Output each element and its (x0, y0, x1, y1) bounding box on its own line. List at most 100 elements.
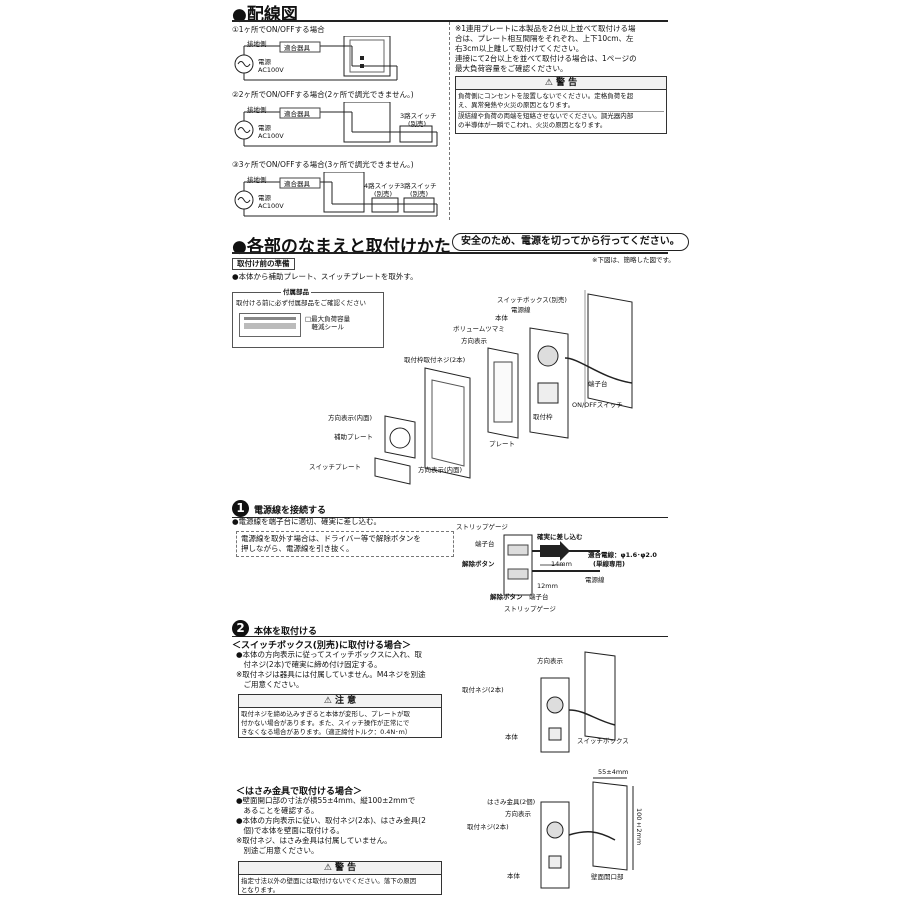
label-terminal: 端子台 (588, 380, 608, 388)
s1-14mm: 14mm (551, 560, 572, 568)
s2-dim-h: 100±2mm (635, 808, 643, 846)
sticker-image (239, 313, 301, 337)
prep-title: 取付け前の準備 (232, 258, 295, 270)
wiring-warning-box: ⚠ 警 告 負荷側にコンセントを設置しないでください。定格負荷を超え、異常発熱や… (455, 76, 667, 134)
case1-ac: AC100V (258, 66, 284, 74)
caution-text: 取付ネジを締め込みすぎると本体が変形し、プレートが取付かない場合があります。また… (241, 710, 412, 736)
case1-fixture: 適合器具 (284, 44, 310, 52)
label-knob: ボリュームツマミ (453, 325, 505, 333)
s1-strip: ストリップゲージ (456, 523, 508, 531)
exploded-diagram (374, 290, 633, 485)
safety-notice: 安全のため、電源を切ってから行ってください。 (452, 233, 689, 251)
case1-ground: 接地側 (247, 40, 267, 48)
accessories-label1: □最大負荷容量 (305, 315, 351, 323)
case3-switch3: 3路スイッチ (400, 182, 437, 190)
s2-body: 本体 (505, 733, 518, 741)
s2-screw2: 取付ネジ(2本) (467, 823, 509, 831)
parts-rule (232, 252, 668, 254)
s2-clamp: はさみ金具(2個) (487, 798, 536, 806)
label-dir-inner: 方向表示(内面) (328, 414, 373, 422)
case1-title: ①1ヶ所でON/OFFする場合 (232, 25, 325, 34)
prep-text: ●本体から補助プレート、スイッチプレートを取外す。 (232, 272, 418, 281)
s1-wire-spec: 適合電線：φ1.6･φ2.0 (588, 551, 657, 559)
label-dir-inner2: 方向表示(内面) (418, 466, 463, 474)
s2-screw: 取付ネジ(2本) (462, 686, 504, 694)
box-mount-diagram (540, 651, 616, 753)
case2-diagram (234, 102, 438, 147)
step2-sub1-text: ●本体の方向表示に従ってスイッチボックスに入れ、取 付ネジ(2本)で確実に締め付… (236, 650, 426, 689)
wiring-rule (232, 20, 668, 22)
warning2-text: 指定寸法以外の壁面には取付けないでください。落下の原因となります。 (241, 877, 417, 894)
step1-box: 電源線を取外す場合は、ドライバー等で解除ボタンを押しながら、電源線を引き抜く。 (236, 531, 454, 557)
step1-bar (232, 503, 668, 518)
label-wire: 電源線 (511, 306, 531, 314)
s2-direction: 方向表示 (537, 657, 563, 665)
terminal-diagram (503, 534, 600, 596)
s2-body2: 本体 (507, 872, 520, 880)
accessories-label2: 軽減シール (305, 323, 345, 331)
wiring-divider (449, 22, 450, 220)
case1-power: 電源 (258, 58, 271, 66)
case2-fixture: 適合器具 (284, 110, 310, 118)
s1-release2: 解除ボタン (490, 593, 523, 601)
step1-title: 電源線を接続する (254, 506, 327, 516)
label-plate: プレート (489, 440, 515, 448)
case2-ac: AC100V (258, 132, 284, 140)
label-body: 本体 (495, 314, 508, 322)
label-switch-plate: スイッチプレート (309, 463, 361, 471)
s1-single: (単線専用) (593, 560, 625, 568)
step1-number: 1 (232, 500, 249, 517)
case3-diagram (234, 172, 438, 217)
warning-header: ⚠ 警 告 (456, 77, 666, 90)
case3-sold2: (別売) (410, 190, 429, 198)
case3-title: ③3ヶ所でON/OFFする場合(3ヶ所で調光できません。) (232, 160, 414, 169)
s2-direction2: 方向表示 (505, 810, 531, 818)
label-onoff: ON/OFFスイッチ (572, 401, 623, 409)
warning2-header: ⚠ 警 告 (239, 862, 441, 875)
label-aux: 補助プレート (334, 433, 373, 441)
label-frame: 取付枠 (533, 413, 553, 421)
wiring-note: ※1連用プレートに本製品を2台以上並べて取付ける場合は、プレート相互間隔をそれぞ… (455, 24, 637, 73)
s1-12mm: 12mm (537, 582, 558, 590)
simplified-note: ※下図は、簡略した図です。 (592, 256, 675, 264)
case2-ground: 接地側 (247, 106, 267, 114)
step2-title: 本体を取付ける (254, 627, 318, 637)
s1-terminal: 端子台 (475, 540, 495, 548)
warning2-box: ⚠ 警 告 指定寸法以外の壁面には取付けないでください。落下の原因となります。 (238, 861, 442, 895)
label-screw: 取付枠取付ネジ(2本) (404, 356, 466, 364)
caution-box: ⚠ 注 意 取付ネジを締め込みすぎると本体が変形し、プレートが取付かない場合があ… (238, 694, 442, 738)
case3-switch4: 4路スイッチ (364, 182, 401, 190)
label-box: スイッチボックス(別売) (497, 296, 567, 304)
step2-number: 2 (232, 620, 249, 637)
case1-diagram (234, 36, 398, 81)
case3-ground: 接地側 (247, 176, 267, 184)
s1-insert: 確実に差し込む (537, 533, 583, 541)
step1-text: ●電源線を端子台に適切、確実に差し込む。 (232, 517, 382, 526)
caution-header: ⚠ 注 意 (239, 695, 441, 708)
case3-fixture: 適合器具 (284, 180, 310, 188)
s1-power: 電源線 (585, 576, 605, 584)
accessories-text: 取付ける前に必ず付属部品をご確認ください (236, 299, 366, 307)
case2-sold: (別売) (408, 120, 427, 128)
s1-strip2: ストリップゲージ (504, 605, 556, 613)
s1-release: 解除ボタン (462, 560, 495, 568)
case3-ac: AC100V (258, 202, 284, 210)
step2-sub1: ＜スイッチボックス(別売)に取付ける場合＞ (232, 641, 411, 651)
step2-bar (232, 622, 668, 637)
clamp-mount-diagram (540, 777, 634, 889)
case2-power: 電源 (258, 124, 271, 132)
s2-opening: 壁面開口部 (591, 873, 624, 881)
accessories-box: 付属部品 取付ける前に必ず付属部品をご確認ください □最大負荷容量 軽減シール (232, 288, 384, 348)
step2-sub2: ＜はさみ金具で取付ける場合＞ (236, 787, 363, 797)
s2-dim-w: 55±4mm (598, 768, 629, 776)
label-direction: 方向表示 (461, 337, 487, 345)
warning-text: 負荷側にコンセントを設置しないでください。定格負荷を超え、異常発熱や火災の原因と… (456, 90, 666, 130)
case3-power: 電源 (258, 194, 271, 202)
case2-switch3: 3路スイッチ (400, 112, 437, 120)
s1-terminal2: 端子台 (529, 593, 549, 601)
case2-title: ②2ヶ所でON/OFFする場合(2ヶ所で調光できません。) (232, 90, 414, 99)
step2-sub2-text: ●壁面開口部の寸法が横55±4mm、縦100±2mmで あることを確認する。●本… (236, 796, 426, 855)
accessories-title: 付属部品 (281, 288, 311, 296)
case3-sold1: (別売) (374, 190, 393, 198)
s2-box: スイッチボックス (577, 737, 629, 745)
